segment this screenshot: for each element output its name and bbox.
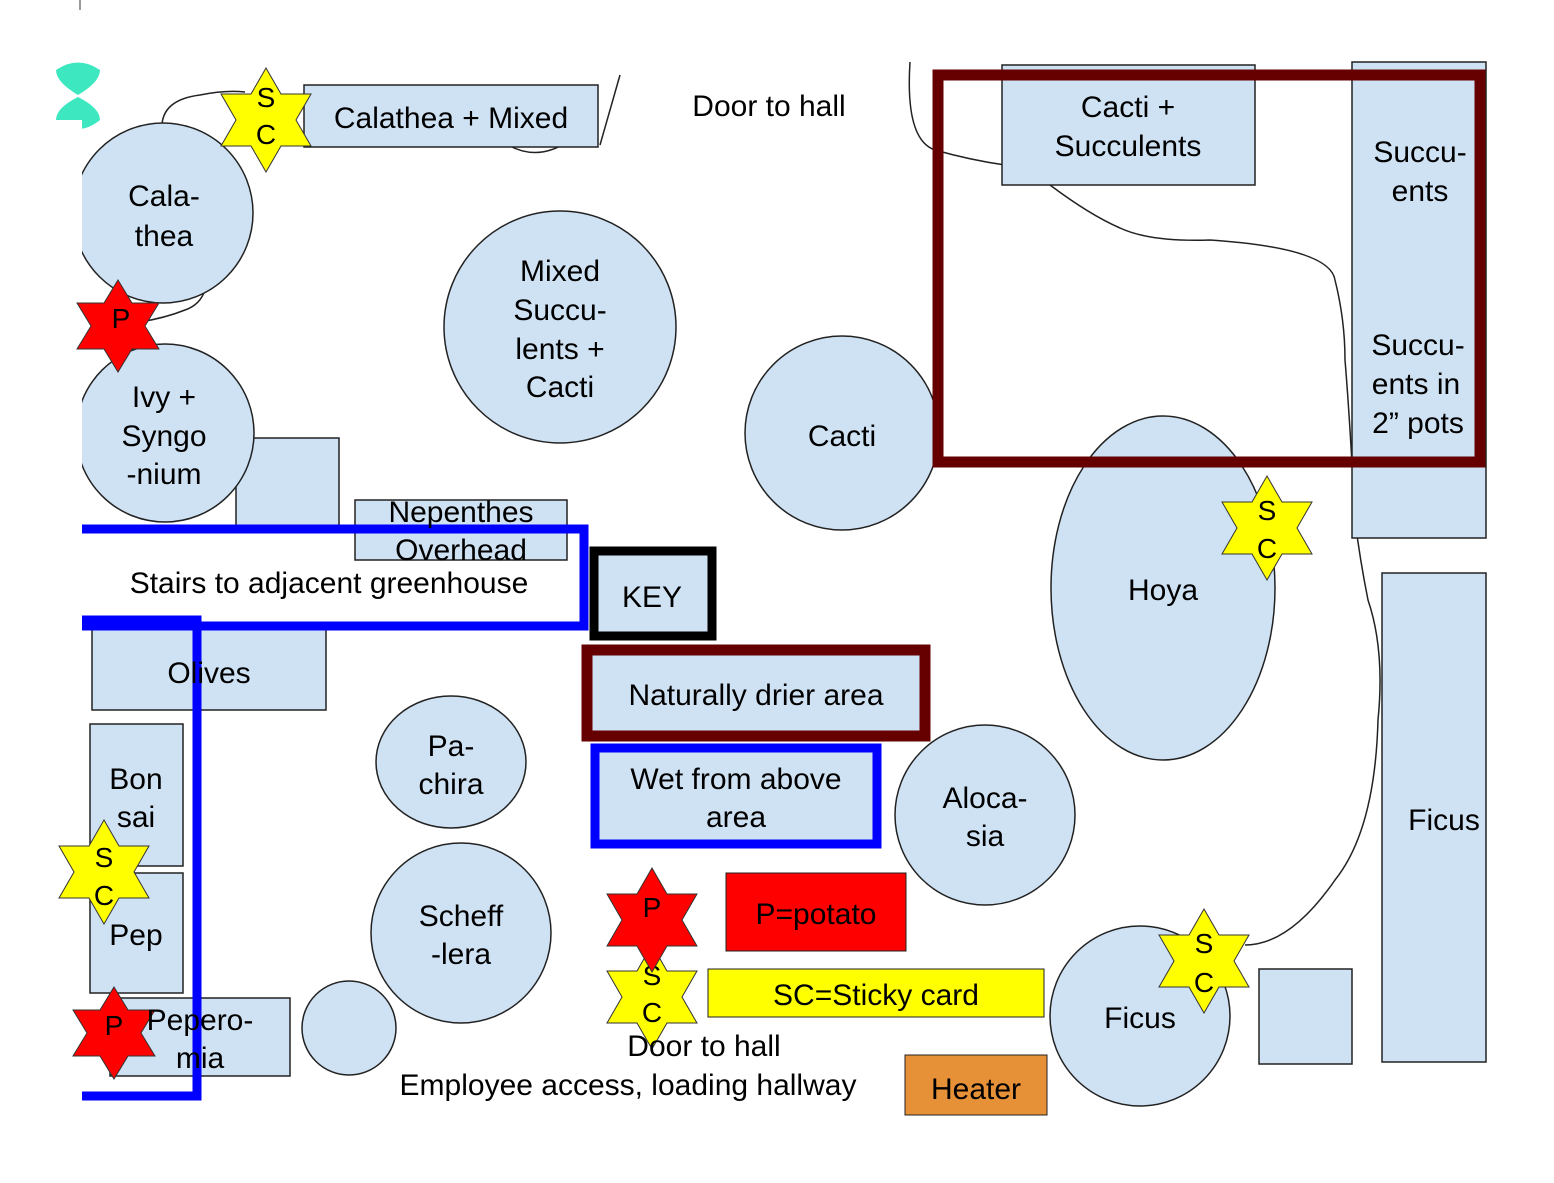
succulents-label-1: Succu- bbox=[1373, 136, 1466, 169]
legend-drier-label: Naturally drier area bbox=[628, 679, 883, 712]
potato-marker: P bbox=[76, 279, 160, 373]
mixed-label-4: Cacti bbox=[526, 371, 594, 404]
drier-region-border bbox=[932, 69, 1486, 468]
small-bench-right bbox=[1258, 968, 1353, 1065]
peperomia-label-1: Pepero- bbox=[147, 1004, 254, 1037]
mixed-label-1: Mixed bbox=[520, 255, 600, 288]
employee-access-label: Employee access, loading hallway bbox=[400, 1069, 857, 1102]
calathea-mixed-bench bbox=[303, 84, 599, 148]
left-wet-border bbox=[82, 615, 202, 1101]
svg-text:C: C bbox=[1257, 533, 1277, 564]
calathea-label-2: thea bbox=[135, 220, 194, 253]
door-top-label: Door to hall bbox=[692, 90, 845, 123]
legend-sticky-label: SC=Sticky card bbox=[773, 979, 979, 1012]
alocasia-pot bbox=[894, 724, 1076, 906]
olives-label: Olives bbox=[167, 657, 250, 690]
legend-wet-label-2: area bbox=[706, 801, 766, 834]
schefflera-label-2: -lera bbox=[431, 938, 491, 971]
pep-label: Pep bbox=[109, 919, 162, 952]
ficus-bottom-label: Ficus bbox=[1104, 1002, 1176, 1035]
logo-icon bbox=[56, 62, 100, 129]
succulents-pots-label-2: ents in bbox=[1372, 368, 1460, 401]
heater-box bbox=[904, 1054, 1048, 1116]
svg-text:C: C bbox=[94, 880, 114, 911]
legend-wet-label-1: Wet from above bbox=[630, 763, 841, 796]
svg-text:S: S bbox=[643, 960, 662, 991]
ivy-label-1: Ivy + bbox=[132, 381, 196, 414]
svg-text:S: S bbox=[257, 82, 276, 113]
svg-text:P: P bbox=[105, 1010, 124, 1041]
schefflera-label-1: Scheff bbox=[419, 900, 504, 933]
nepenthes-label-1: Nepenthes bbox=[388, 496, 533, 529]
legend-wet-box bbox=[590, 743, 882, 849]
pachira-label-2: chira bbox=[418, 768, 483, 801]
peperomia-label-2: mia bbox=[176, 1042, 225, 1075]
bonsai-label-1: Bon bbox=[109, 763, 162, 796]
alocasia-label-1: Aloca- bbox=[942, 782, 1027, 815]
ivy-label-2: Syngo bbox=[121, 420, 206, 453]
cacti-succulents-bench bbox=[1001, 64, 1256, 186]
calathea-pot bbox=[72, 122, 254, 304]
legend-potato-box bbox=[725, 872, 907, 952]
pachira-pot bbox=[375, 695, 527, 829]
calathea-label-1: Cala- bbox=[128, 180, 200, 213]
left-mask bbox=[0, 120, 82, 1120]
svg-text:S: S bbox=[95, 842, 114, 873]
legend-potato-label: P=potato bbox=[756, 898, 877, 931]
svg-text:S: S bbox=[1258, 495, 1277, 526]
hoya-label: Hoya bbox=[1128, 574, 1198, 607]
succulents-label-2: ents bbox=[1392, 175, 1449, 208]
svg-text:C: C bbox=[642, 997, 662, 1028]
potato-marker: P bbox=[72, 986, 156, 1080]
bonsai-label-2: sai bbox=[117, 801, 155, 834]
mixed-succulents-pot bbox=[443, 210, 677, 444]
sc-marker: S C bbox=[1158, 907, 1250, 1015]
calathea-mixed-label: Calathea + Mixed bbox=[334, 102, 568, 135]
ivy-label-3: -nium bbox=[126, 458, 201, 491]
olives-bench bbox=[91, 627, 327, 711]
nepenthes-label-2: Overhead bbox=[395, 534, 527, 567]
sc-marker: S C bbox=[1221, 474, 1313, 582]
stairs-border bbox=[82, 524, 589, 631]
sc-marker: S C bbox=[58, 818, 150, 926]
hoya-pot bbox=[1050, 415, 1276, 761]
mixed-label-2: Succu- bbox=[513, 294, 606, 327]
sc-marker: S C bbox=[220, 66, 312, 174]
legend-key-box bbox=[589, 546, 717, 641]
cacti-succulents-label-2: Succulents bbox=[1055, 130, 1202, 163]
ficus-bench-right bbox=[1381, 572, 1487, 1063]
succulents-pots-label-3: 2” pots bbox=[1372, 407, 1464, 440]
legend-drier-box bbox=[581, 644, 931, 742]
small-bench-left bbox=[235, 437, 340, 531]
legend-key-label: KEY bbox=[622, 581, 682, 614]
small-pot bbox=[301, 980, 397, 1076]
schefflera-pot bbox=[370, 842, 552, 1024]
ficus-right-label: Ficus bbox=[1408, 804, 1480, 837]
svg-text:P: P bbox=[112, 303, 131, 334]
svg-text:C: C bbox=[1194, 967, 1214, 998]
svg-text:S: S bbox=[1195, 928, 1214, 959]
alocasia-label-2: sia bbox=[966, 820, 1005, 853]
mixed-label-3: lents + bbox=[515, 333, 604, 366]
svg-text:C: C bbox=[256, 119, 276, 150]
cacti-succulents-label-1: Cacti + bbox=[1081, 91, 1175, 124]
svg-text:P: P bbox=[643, 892, 662, 923]
succulents-pots-label-1: Succu- bbox=[1371, 329, 1464, 362]
potato-marker: P bbox=[606, 866, 698, 974]
pachira-label-1: Pa- bbox=[428, 730, 475, 763]
cacti-label: Cacti bbox=[808, 420, 876, 453]
sc-marker: S C bbox=[606, 943, 698, 1051]
stairs-label: Stairs to adjacent greenhouse bbox=[130, 567, 529, 600]
door-bottom-label: Door to hall bbox=[627, 1030, 780, 1063]
legend-sticky-box bbox=[707, 968, 1045, 1018]
heater-label: Heater bbox=[931, 1073, 1021, 1106]
